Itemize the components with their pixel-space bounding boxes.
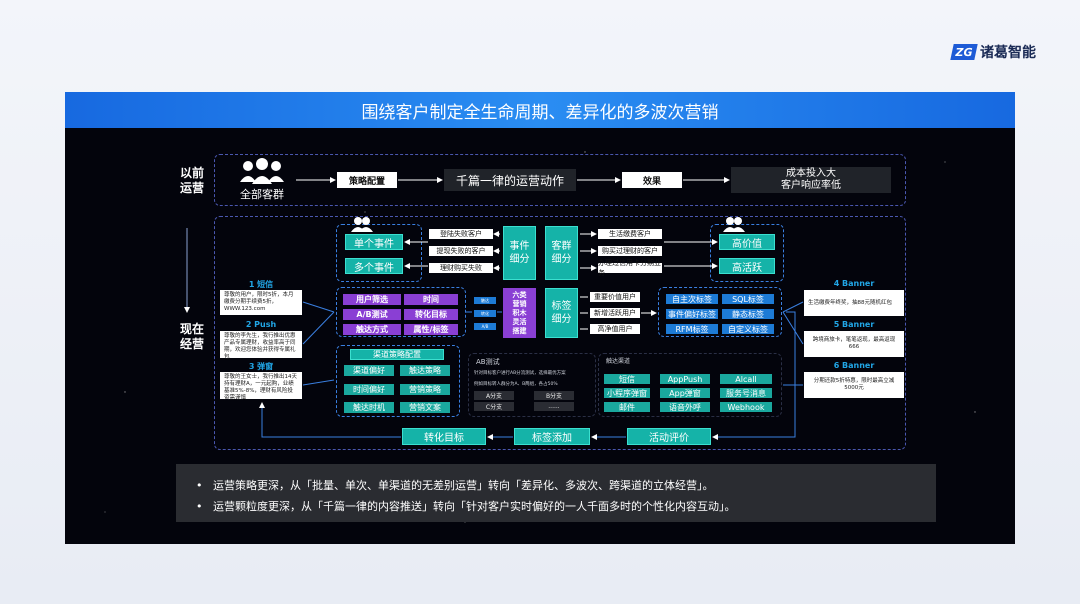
tag-item-2: 新增活跃用户: [590, 308, 640, 318]
six-blocks: 六类 营销 积木 灵活 搭建: [503, 288, 536, 338]
side-title-4: 4 Banner: [833, 279, 875, 288]
reach-miniprogram: 小程序弹窗: [604, 388, 650, 398]
group-item-3: 办理过信用卡分期业务: [598, 259, 662, 277]
bottom-evaluation: 活动评价: [627, 428, 711, 445]
tag-4: 静态标签: [722, 309, 774, 319]
tag-6: 自定义标签: [722, 324, 774, 334]
reach-service: 服务号消息: [720, 388, 772, 398]
time-pref: 时间偏好: [344, 384, 394, 395]
all-groups: 全部客群: [240, 188, 284, 201]
now-frame: [214, 216, 906, 450]
channel-title: 渠道策略配置: [350, 349, 444, 360]
reach-app-popup: App弹窗: [660, 388, 710, 398]
single-event: 单个事件: [345, 234, 403, 250]
side-title-5: 5 Banner: [833, 320, 875, 329]
event-segment: 事件 细分: [503, 226, 536, 280]
tag-item-3: 高净值用户: [590, 324, 640, 334]
summary-line-2: • 运营颗粒度更深，从「千篇一律的内容推送」转向「针对客户实时偏好的一人千面多时…: [196, 500, 736, 513]
side-text-3: 尊敬的王女士，我行推出14天持有理财A，一元起购，业绩基准5%-8%，理财有风险…: [220, 372, 302, 401]
side-title-1: 1 短信: [248, 280, 274, 289]
ab-desc2: 例如目标转人群分为A、B两组，各占50%: [474, 382, 558, 387]
bottom-tag-add: 标签添加: [514, 428, 590, 445]
mini-tag-2: 转化: [474, 310, 496, 317]
tag-3: 事件偏好标签: [666, 309, 718, 319]
event-item-1: 登陆失败客户: [429, 229, 493, 239]
reach-webhook: Webhook: [720, 402, 772, 412]
side-text-4: 生活缴费年终奖，抽88元随机红包: [804, 290, 904, 316]
reach-email: 邮件: [604, 402, 650, 412]
side-title-2: 2 Push: [245, 320, 277, 329]
now-label: 现在 经营: [180, 322, 205, 351]
ab-b: B分支: [534, 391, 574, 400]
block-reach: 触达方式: [343, 324, 401, 335]
ab-title: AB测试: [476, 358, 500, 366]
banner-title: 围绕客户制定全生命周期、差异化的多波次营销: [65, 92, 1015, 128]
marketing-copy: 营销文案: [400, 402, 450, 413]
logo-mark: ZG: [950, 44, 978, 60]
users-icon: [351, 217, 373, 232]
block-conversion: 转化目标: [404, 309, 458, 320]
tag-segment: 标签 细分: [545, 288, 578, 338]
marketing-strategy: 营销策略: [400, 384, 450, 395]
side-text-2: 尊敬的李先生，我行推出优惠产品专属理财，收益率高于同期，欢迎您体验并获得专属礼包: [220, 331, 302, 360]
crowd-icon: [240, 158, 284, 184]
group-item-2: 购买过理财的客户: [598, 246, 662, 256]
ab-desc: 针对目标客户进行AB分流测试，选择最优方案: [474, 371, 566, 376]
tag-1: 自主次标签: [666, 294, 718, 304]
mini-tag-3: A/B: [474, 323, 496, 330]
block-time: 时间: [404, 294, 458, 305]
reach-timing: 触达时机: [344, 402, 394, 413]
bottom-conversion: 转化目标: [402, 428, 486, 445]
blocks-frame: [336, 287, 466, 337]
event-frame: [336, 224, 422, 282]
ab-frame: [468, 353, 596, 417]
tag-item-1: 重要价值用户: [590, 292, 640, 302]
before-frame: [214, 154, 906, 206]
reach-strategy: 触达策略: [400, 365, 450, 376]
brand-logo: ZG 诸葛智能: [950, 42, 1036, 62]
high-active: 高活跃: [719, 258, 775, 274]
high-value: 高价值: [719, 234, 775, 250]
strategy-box: 策略配置: [337, 172, 397, 188]
reach-aicall: Alcall: [720, 374, 772, 384]
before-label: 以前 运营: [180, 166, 205, 195]
block-ab-test: A/B测试: [343, 309, 401, 320]
group-item-1: 生活缴费客户: [598, 229, 662, 239]
ab-a: A分支: [474, 391, 514, 400]
mini-tag-1: 触达: [474, 297, 496, 304]
side-text-1: 尊敬的用户，限时5折，本月缴费分期手续费5折，WWW.123.com: [220, 290, 302, 315]
block-attribute: 属性/标签: [404, 324, 458, 335]
summary-box: • 运营策略更深，从「批量、单次、单渠道的无差别运营」转向「差异化、多波次、跨渠…: [176, 464, 936, 522]
summary-line-1: • 运营策略更深，从「批量、单次、单渠道的无差别运营」转向「差异化、多波次、跨渠…: [196, 479, 714, 492]
event-item-3: 理财购买失败: [429, 263, 493, 273]
side-text-5: 跨境商旅卡，笔笔返现，最高返现666: [804, 331, 904, 357]
users-icon-right: [723, 217, 745, 232]
reach-title: 触达渠道: [606, 358, 631, 365]
side-text-6: 分期还款5折特惠，限时最高立减5000元: [804, 372, 904, 398]
multi-event: 多个事件: [345, 258, 403, 274]
reach-voice: 语音外呼: [660, 402, 710, 412]
action-box: 千篇一律的运营动作: [444, 169, 576, 191]
tag-5: RFM标签: [666, 324, 718, 334]
reach-apppush: AppPush: [660, 374, 710, 384]
group-segment: 客群 细分: [545, 226, 578, 280]
reach-sms: 短信: [604, 374, 650, 384]
side-title-3: 3 弹窗: [248, 362, 274, 371]
event-item-2: 提现失败的客户: [429, 246, 493, 256]
effect-box: 效果: [622, 172, 682, 188]
channel-pref: 渠道偏好: [344, 365, 394, 376]
side-title-6: 6 Banner: [833, 361, 875, 370]
ab-more: ......: [534, 402, 574, 411]
result-box: 成本投入大 客户响应率低: [731, 167, 891, 193]
value-frame: [710, 224, 784, 282]
ab-c: C分支: [474, 402, 514, 411]
block-user-filter: 用户筛选: [343, 294, 401, 305]
tag-2: SQL标签: [722, 294, 774, 304]
logo-text: 诸葛智能: [980, 45, 1036, 61]
